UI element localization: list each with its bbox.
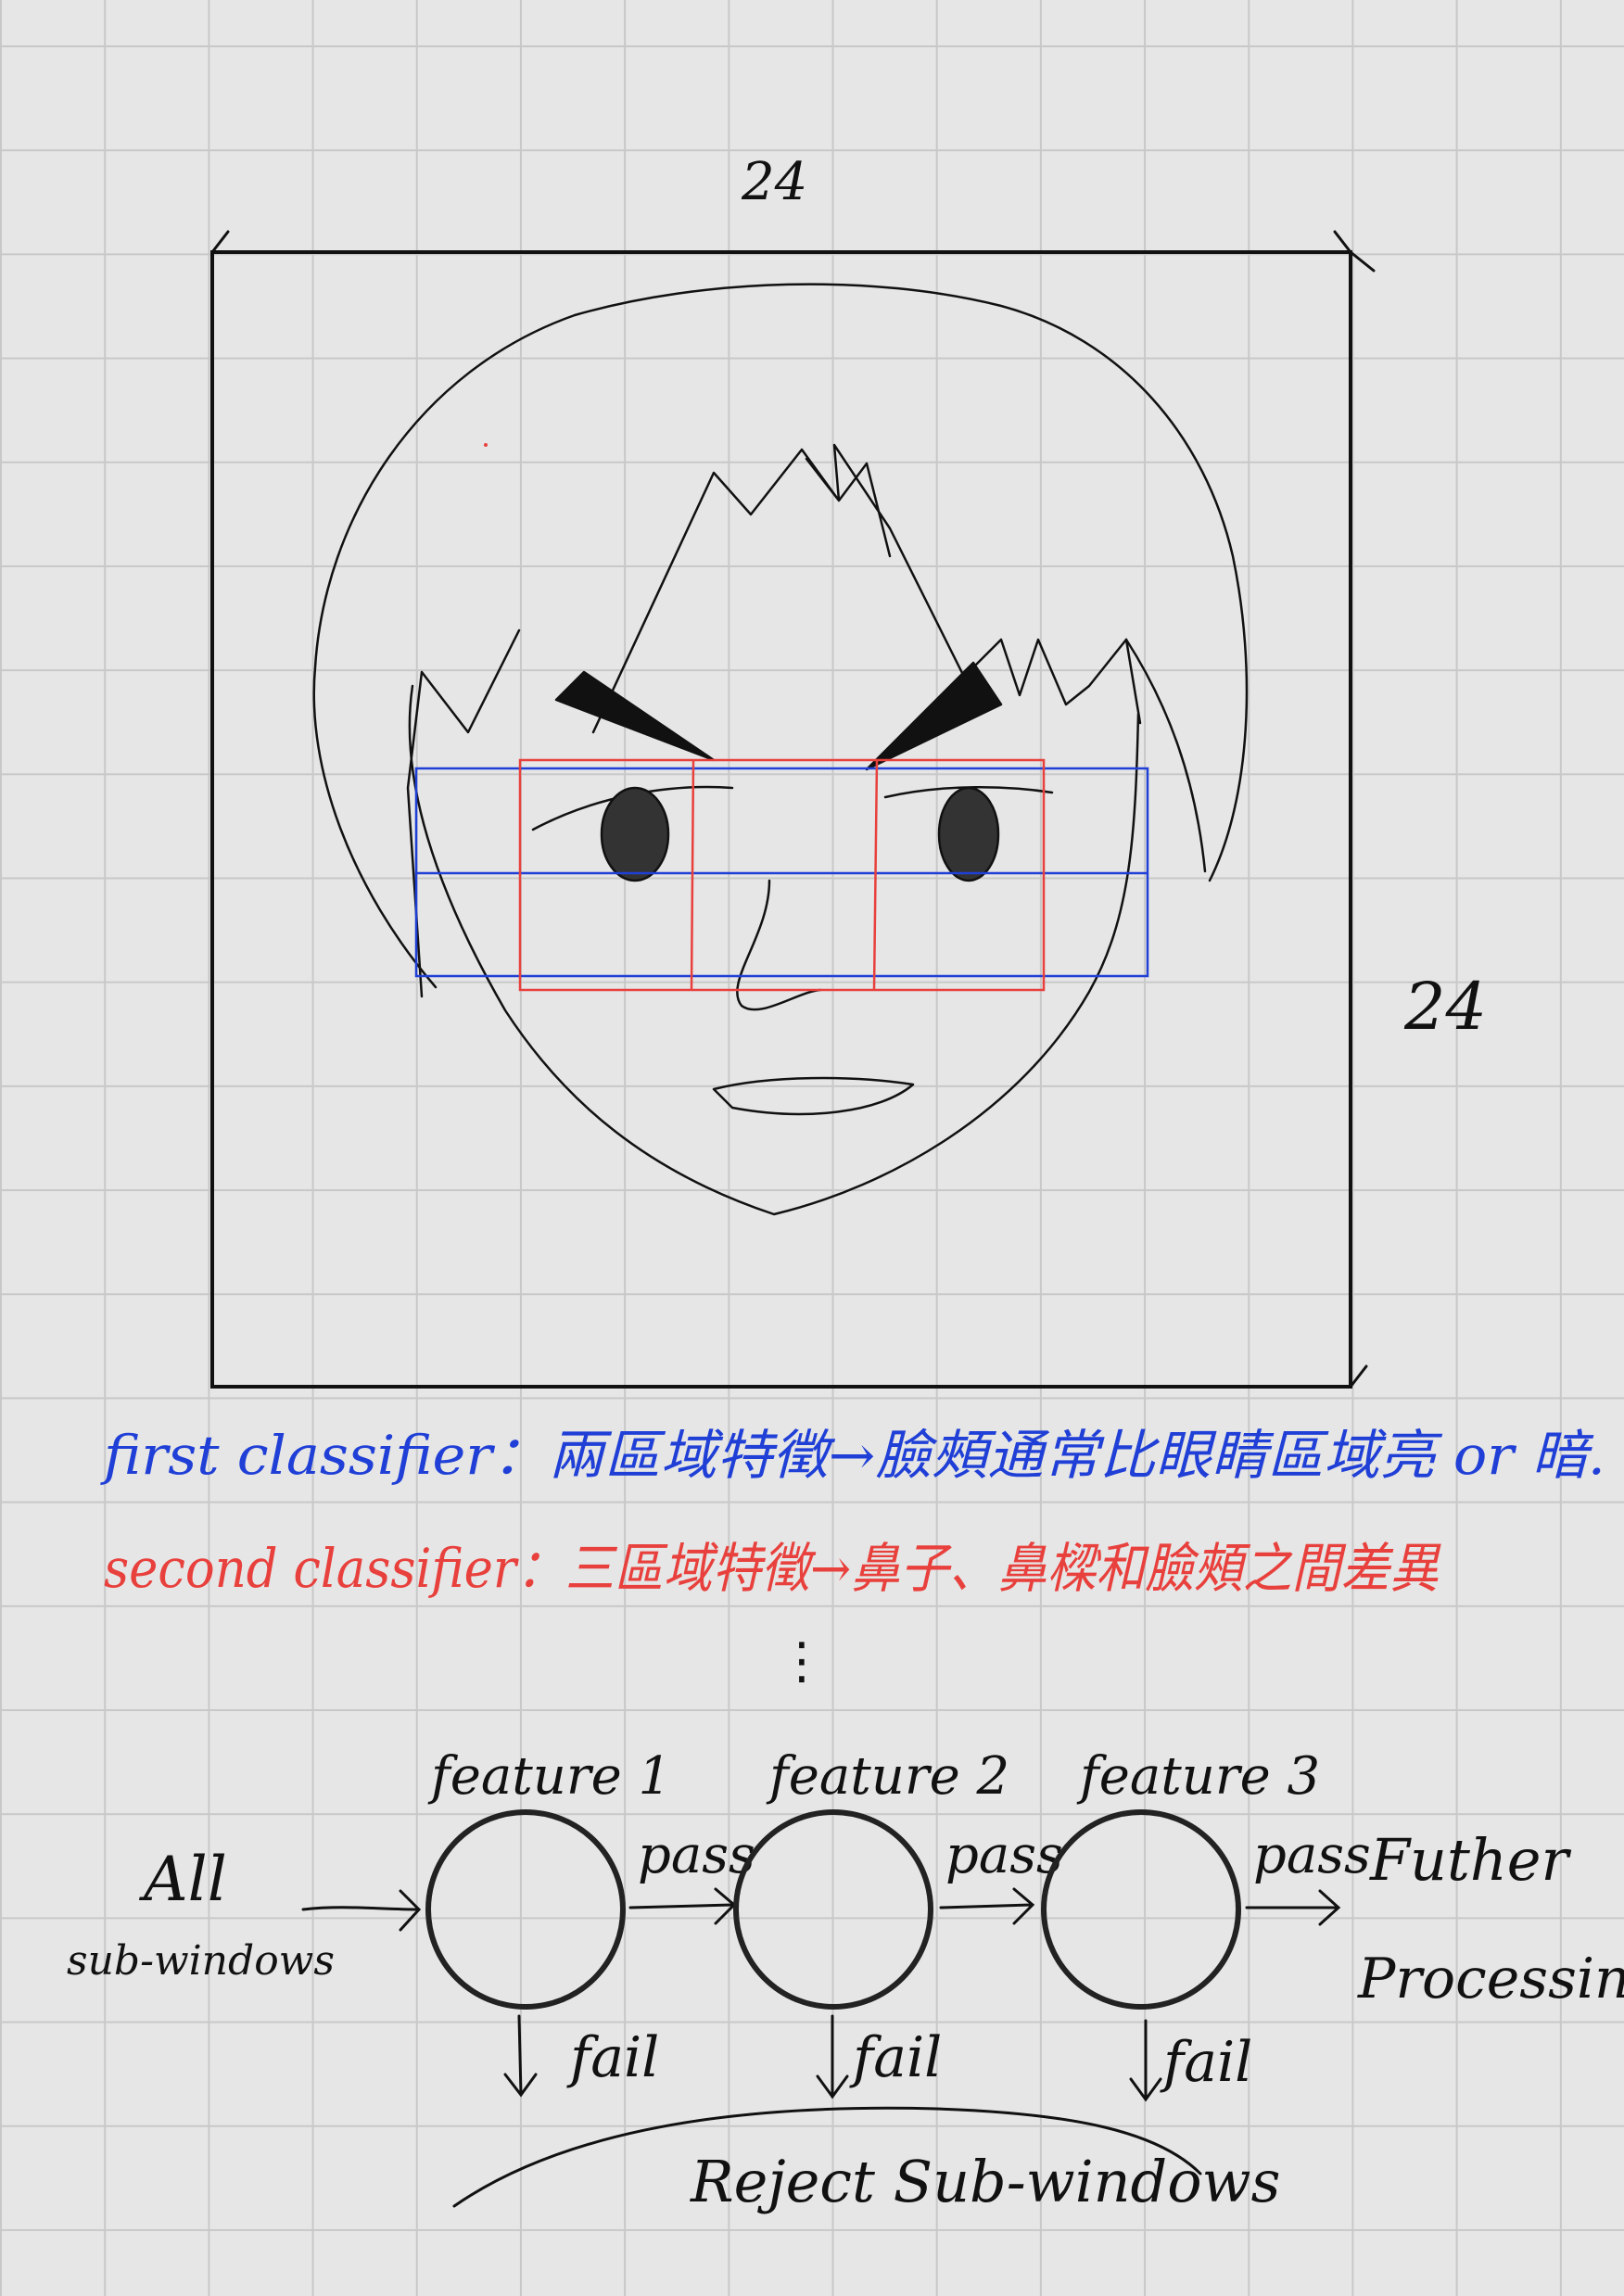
right-eyebrow — [865, 661, 1003, 771]
continuation-dots: ⋮ — [777, 1631, 827, 1690]
input-label-line2: sub-windows — [67, 1937, 335, 1985]
frame-tick-br — [1349, 1364, 1368, 1389]
height-label: 24 — [1403, 969, 1487, 1045]
stage-1-pass-arrow — [628, 1887, 737, 1925]
stage-1-label: feature 1 — [427, 1746, 671, 1807]
face-sketch — [312, 283, 1249, 1216]
stage-2-pass-arrow — [939, 1887, 1035, 1925]
stage-2-fail-label: fail — [849, 2025, 942, 2090]
cascade-diagram: All sub-windows feature 1 fail pass feat… — [67, 1746, 1624, 2215]
stage-2-fail-arrow — [816, 2014, 849, 2099]
stage-2-pass-label: pass — [945, 1825, 1063, 1885]
left-eyebrow — [554, 670, 716, 762]
stage-2-label: feature 2 — [766, 1746, 1009, 1807]
first-classifier-regions — [414, 767, 1149, 978]
input-arrow — [301, 1889, 422, 1932]
red-divider-right — [872, 759, 879, 991]
second-classifier-note: second classifier：三區域特徵→鼻子、鼻樑和臉頰之間差異 — [104, 1537, 1442, 1600]
right-eye-lash — [883, 786, 1054, 799]
stage-3-pass-label: pass — [1253, 1825, 1371, 1885]
frame-tick-tr — [1333, 230, 1376, 273]
window-frame — [210, 250, 1352, 1389]
stage-1-pass-label: pass — [638, 1825, 755, 1885]
reject-bracket — [452, 2106, 1202, 2208]
input-label-line1: All — [138, 1844, 227, 1915]
hair-left-side — [406, 628, 521, 998]
stage-1-fail-label: fail — [566, 2025, 659, 2090]
stage-3-fail-arrow — [1129, 2019, 1162, 2102]
stage-1: feature 1 fail pass — [425, 1746, 755, 2098]
mouth — [712, 1076, 915, 1116]
detection-window — [210, 230, 1376, 1389]
hair-fringe — [591, 443, 1142, 734]
stage-3-node — [1041, 1809, 1241, 2010]
second-classifier-regions — [518, 758, 1046, 992]
width-label: 24 — [741, 152, 807, 212]
stage-3-label: feature 3 — [1076, 1746, 1320, 1807]
left-eye — [600, 786, 670, 882]
stage-1-fail-arrow — [503, 2014, 538, 2098]
output-label-line1: Futher — [1369, 1826, 1571, 1894]
red-divider-left — [690, 759, 695, 991]
frame-tick-tl — [210, 230, 230, 254]
hair-outline — [312, 283, 1249, 989]
stage-3-pass-arrow — [1245, 1889, 1341, 1926]
red-three-region-box — [518, 758, 1046, 992]
nose — [736, 879, 822, 1011]
right-eye — [937, 786, 1000, 882]
stage-2: feature 2 fail pass — [733, 1746, 1063, 2099]
first-classifier-note: first classifier：兩區域特徵→臉頰通常比眼睛區域亮 or 暗. — [100, 1424, 1605, 1487]
stage-2-node — [733, 1809, 933, 2010]
stray-red-dot — [484, 443, 488, 447]
reject-label: Reject Sub-windows — [690, 2148, 1280, 2215]
stage-3: feature 3 fail pass — [1041, 1746, 1371, 2102]
face-contour — [408, 684, 1140, 1216]
stage-1-node — [425, 1809, 626, 2010]
hair-right-side — [1124, 638, 1207, 873]
output-label-line2: Processing — [1357, 1947, 1624, 2011]
stage-3-fail-label: fail — [1160, 2030, 1252, 2095]
